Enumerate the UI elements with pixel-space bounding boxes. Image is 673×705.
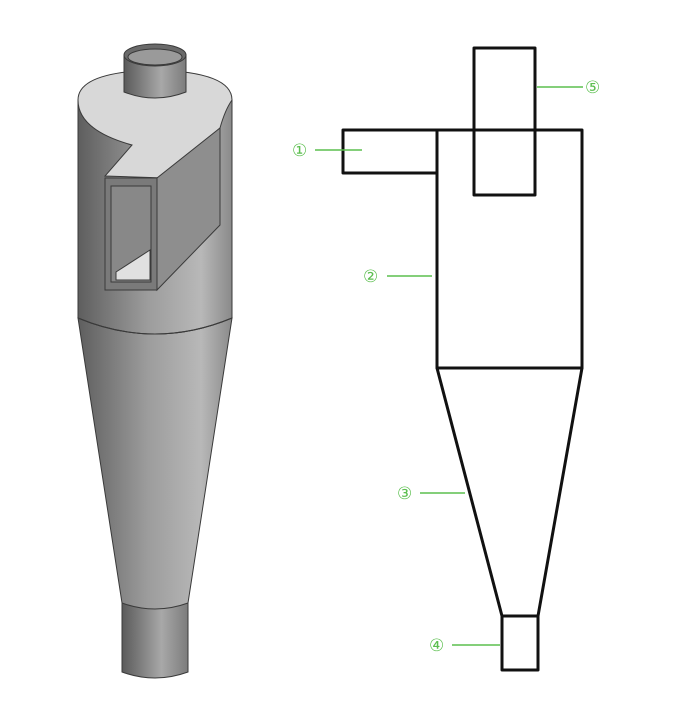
- cone-3d: [77, 317, 233, 610]
- cone-outline: [435, 367, 584, 617]
- outlet-tube-rect: [472, 46, 537, 197]
- cylinder-rect: [435, 128, 584, 370]
- inlet-rect: [341, 128, 439, 175]
- cylinder-seam: [77, 317, 233, 335]
- top-pipe: [123, 54, 187, 99]
- label-inlet: ①: [292, 141, 307, 161]
- cyclone-3d-model: [77, 43, 233, 679]
- label-dust-outlet: ④: [429, 636, 444, 656]
- dust-outlet-rect: [500, 614, 540, 672]
- cyclone-schematic: [341, 46, 584, 672]
- callouts: ① ② ③ ④ ⑤: [292, 78, 600, 656]
- label-cylinder: ②: [363, 267, 378, 287]
- inlet-opening-floor: [115, 249, 151, 281]
- label-gas-outlet: ⑤: [585, 78, 600, 98]
- top-pipe-bore: [127, 48, 183, 66]
- label-cone: ③: [397, 484, 412, 504]
- bottom-pipe: [121, 599, 189, 679]
